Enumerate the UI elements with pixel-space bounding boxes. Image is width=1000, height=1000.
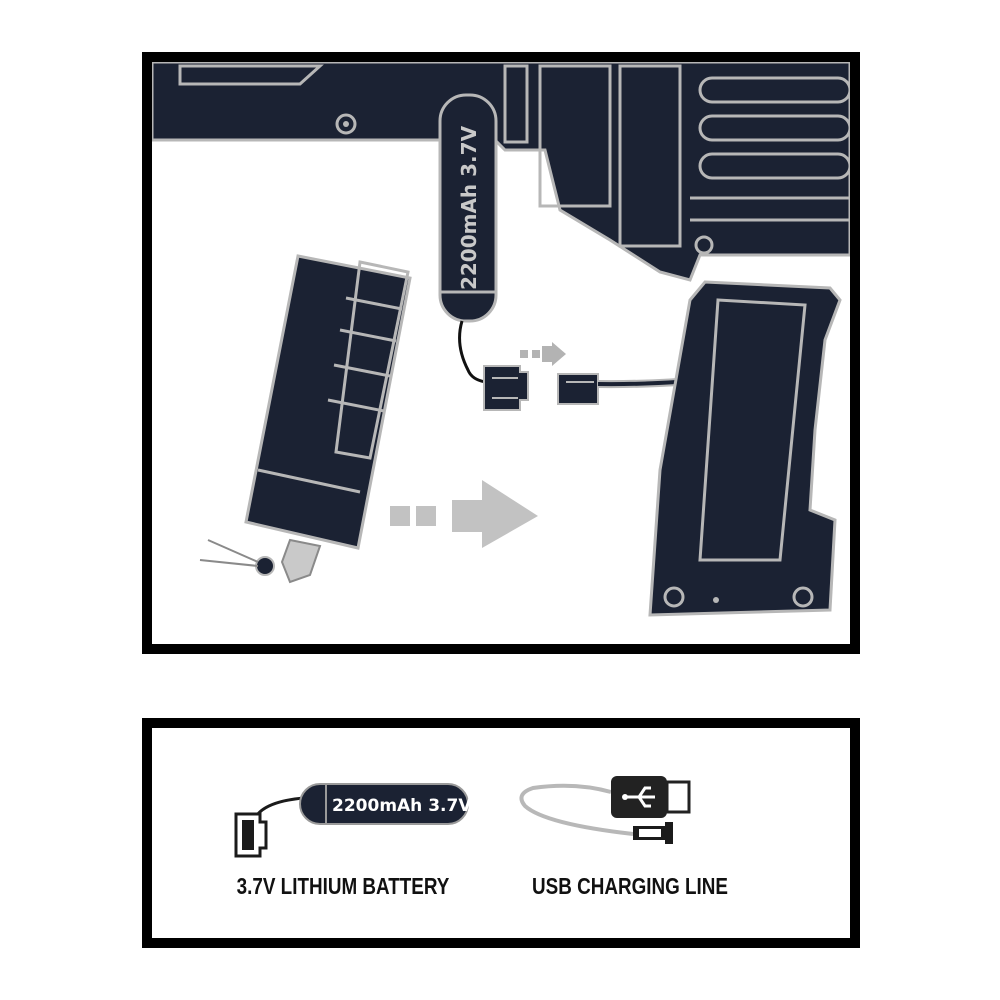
battery-icon-label: 2200mAh 3.7V: [332, 796, 472, 816]
connect-arrow-small: [520, 342, 566, 366]
installation-diagram: 2200mAh 3.7V: [152, 62, 850, 617]
insert-arrow: [390, 480, 538, 548]
gun-receiver: [152, 62, 850, 282]
battery-cell-installed: 2200mAh 3.7V: [438, 93, 498, 384]
usb-charging-line-caption: USB CHARGING LINE: [532, 873, 728, 899]
installation-diagram-panel: 2200mAh 3.7V: [142, 52, 860, 654]
battery-cell-label: 2200mAh 3.7V: [457, 125, 481, 290]
battery-pack: [199, 254, 412, 584]
gun-grip-housing: [648, 280, 842, 617]
battery-icon: 2200mAh 3.7V: [234, 783, 472, 858]
battery-caption: 3.7V LITHIUM BATTERY: [236, 873, 450, 899]
usb-cable-icon: [519, 776, 691, 844]
battery-connector: [483, 365, 529, 411]
